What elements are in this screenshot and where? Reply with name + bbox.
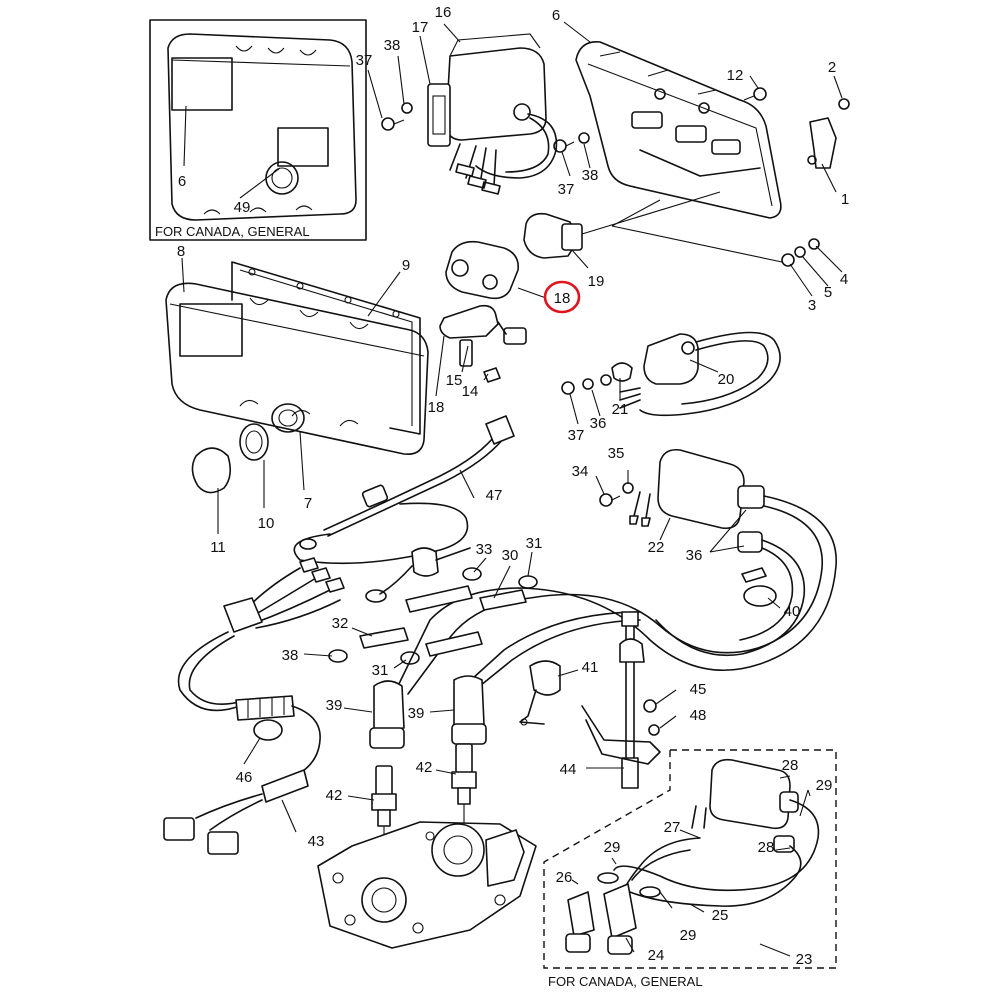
- leader-lines: [181, 21, 843, 839]
- callout-18-highlighted: 18: [554, 290, 571, 307]
- callout-37: 37: [356, 52, 373, 69]
- inset-label-top: FOR CANADA, GENERAL: [155, 224, 310, 239]
- callout-45: 45: [690, 681, 707, 698]
- callout-28: 28: [758, 839, 775, 856]
- starter-relay-group: [439, 240, 527, 383]
- electrical-box-base: [523, 41, 850, 267]
- callout-34: 34: [572, 463, 589, 480]
- callout-38: 38: [282, 647, 299, 664]
- spark-plug-group: [317, 611, 661, 949]
- ignition-coil-20: [561, 331, 781, 417]
- callout-39: 39: [408, 705, 425, 722]
- callout-18: 18: [428, 399, 445, 416]
- cdi-unit-group: [381, 33, 590, 195]
- callout-29: 29: [816, 777, 833, 794]
- callout-7: 7: [304, 495, 312, 512]
- callout-33: 33: [476, 541, 493, 558]
- inset-top-left: FOR CANADA, GENERAL: [149, 19, 367, 241]
- callout-24: 24: [648, 947, 665, 964]
- callout-23: 23: [796, 951, 813, 968]
- callout-5: 5: [824, 284, 832, 301]
- callout-37: 37: [558, 181, 575, 198]
- callout-29: 29: [680, 927, 697, 944]
- callout-16: 16: [435, 4, 452, 21]
- callout-numbers: 16 6 17 38 37 12 2 1 6 49 37 38 8 9 19 1…: [177, 4, 849, 968]
- callout-40: 40: [784, 603, 801, 620]
- callout-39: 39: [326, 697, 343, 714]
- callout-49: 49: [234, 199, 251, 216]
- callout-32: 32: [332, 615, 349, 632]
- callout-42: 42: [416, 759, 433, 776]
- callout-43: 43: [308, 833, 325, 850]
- callout-11: 11: [210, 539, 226, 556]
- callout-26: 26: [556, 869, 573, 886]
- callout-19: 19: [588, 273, 605, 290]
- callout-4: 4: [840, 271, 848, 288]
- callout-21: 21: [612, 401, 629, 418]
- callout-10: 10: [258, 515, 275, 532]
- callout-1: 1: [841, 191, 849, 208]
- callout-41: 41: [582, 659, 599, 676]
- callout-9: 9: [402, 257, 410, 274]
- callout-35: 35: [608, 445, 625, 462]
- callout-36: 36: [686, 547, 703, 564]
- callout-22: 22: [648, 539, 665, 556]
- callout-12: 12: [727, 67, 744, 84]
- callout-46: 46: [236, 769, 253, 786]
- callout-6: 6: [552, 7, 560, 24]
- callout-25: 25: [712, 907, 729, 924]
- wire-harness-group: [163, 415, 538, 855]
- callout-44: 44: [560, 761, 577, 778]
- callout-17: 17: [412, 19, 429, 36]
- ignition-coil-22: [395, 448, 837, 695]
- callout-6: 6: [178, 173, 186, 190]
- callout-48: 48: [690, 707, 707, 724]
- callout-38: 38: [582, 167, 599, 184]
- callout-29: 29: [604, 839, 621, 856]
- callout-42: 42: [326, 787, 343, 804]
- callout-14: 14: [462, 383, 479, 400]
- callout-15: 15: [446, 372, 463, 389]
- callout-8: 8: [177, 243, 185, 260]
- callout-47: 47: [486, 487, 503, 504]
- callout-37: 37: [568, 427, 585, 444]
- callout-3: 3: [808, 297, 816, 314]
- callout-31: 31: [372, 662, 389, 679]
- callout-20: 20: [718, 371, 735, 388]
- callout-27: 27: [664, 819, 681, 836]
- callout-28: 28: [782, 757, 799, 774]
- callout-36: 36: [590, 415, 607, 432]
- callout-30: 30: [502, 547, 519, 564]
- callout-2: 2: [828, 59, 836, 76]
- engine-cover-group: [165, 261, 429, 534]
- callout-38: 38: [384, 37, 401, 54]
- highlight-ring: [543, 280, 581, 314]
- callout-31: 31: [526, 535, 543, 552]
- inset-label-bottom: FOR CANADA, GENERAL: [548, 974, 703, 989]
- inset-bottom-right: FOR CANADA, GENERAL: [543, 749, 837, 989]
